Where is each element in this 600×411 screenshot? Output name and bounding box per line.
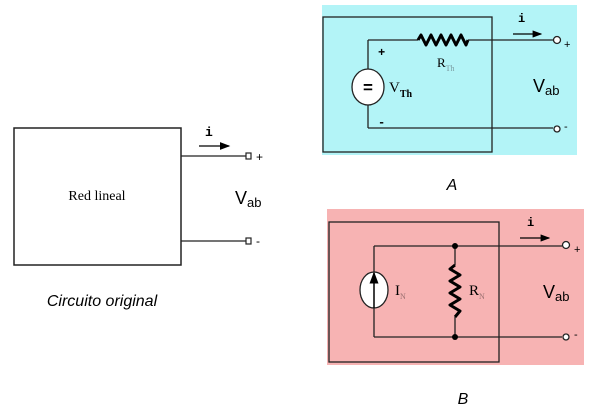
original-caption: Circuito original <box>47 293 158 310</box>
voltage-source-icon <box>351 68 385 106</box>
rth-label: RTh <box>437 55 455 73</box>
norton-terminal-a <box>561 240 571 250</box>
thevenin-circuit: = + - VTh RTh + - i Vab A <box>322 5 577 194</box>
thevenin-plus-sign: + <box>564 39 570 51</box>
vth-label: VTh <box>389 80 413 100</box>
thevenin-source-plus: + <box>378 46 385 60</box>
current-label: i <box>205 125 213 140</box>
thevenin-minus-sign: - <box>564 121 568 133</box>
rn-label: RN <box>469 283 485 301</box>
norton-plus-sign: + <box>574 244 580 256</box>
thevenin-source-minus: - <box>378 116 385 130</box>
linear-network-box <box>13 127 182 266</box>
norton-node-bottom <box>452 334 458 340</box>
thevenin-current-label: i <box>518 12 525 26</box>
voltage-source-symbol: = <box>363 78 373 97</box>
thevenin-caption: A <box>446 177 458 194</box>
terminal-b <box>245 237 252 245</box>
norton-current-label: i <box>527 216 534 230</box>
norton-circuit: IN RN + - i Vab B <box>327 209 584 408</box>
norton-node-top <box>452 243 458 249</box>
norton-box <box>328 221 500 363</box>
terminal-minus-sign: - <box>256 234 260 248</box>
terminal-a <box>245 152 252 160</box>
norton-caption: B <box>458 391 469 408</box>
voltage-label: Vab <box>235 188 261 210</box>
norton-minus-sign: - <box>574 329 578 341</box>
in-label: IN <box>395 283 406 301</box>
norton-terminal-b <box>562 333 570 341</box>
norton-resistor-icon <box>448 263 462 318</box>
terminal-plus-sign: + <box>256 150 263 164</box>
original-circuit: Red lineal + - i Vab Circuito original <box>13 125 263 310</box>
linear-network-label: Red lineal <box>68 189 125 204</box>
thevenin-resistor-icon <box>416 33 470 47</box>
norton-voltage-label: Vab <box>543 282 569 304</box>
thevenin-terminal-a <box>552 35 562 45</box>
thevenin-voltage-label: Vab <box>533 76 559 98</box>
thevenin-box <box>322 16 493 153</box>
thevenin-terminal-b <box>553 125 561 133</box>
